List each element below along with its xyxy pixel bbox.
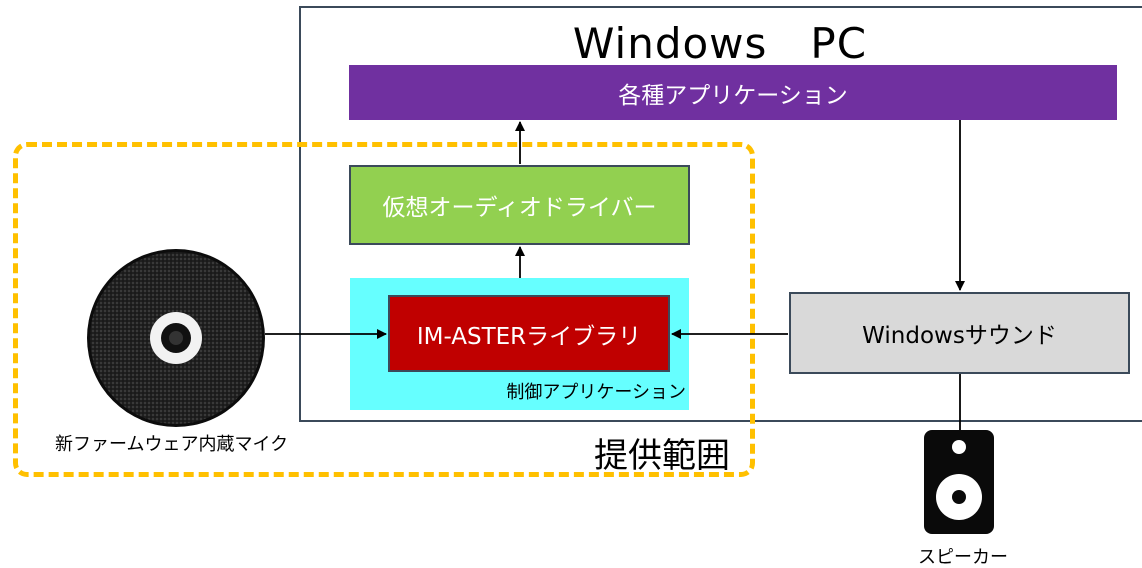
virtual-audio-driver-label: 仮想オーディオドライバー [382,195,657,221]
windows-pc-frame [299,6,1142,422]
microphone-center-dot [169,331,183,345]
windows-sound-label: Windowsサウンド [862,323,1057,349]
im-aster-library-label: IM-ASTERライブラリ [416,323,642,350]
speaker-woofer-center [952,490,966,504]
speaker-label: スピーカー [918,547,1008,568]
windows-pc-title: Windows PC [572,19,868,68]
speaker-woofer [936,474,982,520]
windows-sound-box: Windowsサウンド [789,292,1130,374]
microphone-icon [87,249,265,427]
virtual-audio-driver-box: 仮想オーディオドライバー [349,165,690,245]
control-application-label: 制御アプリケーション [506,382,686,403]
scope-label: 提供範囲 [594,436,730,476]
microphone-center [161,323,191,353]
applications-label: 各種アプリケーション [618,82,848,109]
scope-frame [13,142,755,477]
microphone-led-ring [150,312,202,364]
applications-box: 各種アプリケーション [349,65,1117,120]
im-aster-library-box: IM-ASTERライブラリ [388,295,670,372]
microphone-label: 新ファームウェア内蔵マイク [55,434,289,455]
speaker-tweeter [952,440,966,454]
speaker-icon [924,430,994,534]
